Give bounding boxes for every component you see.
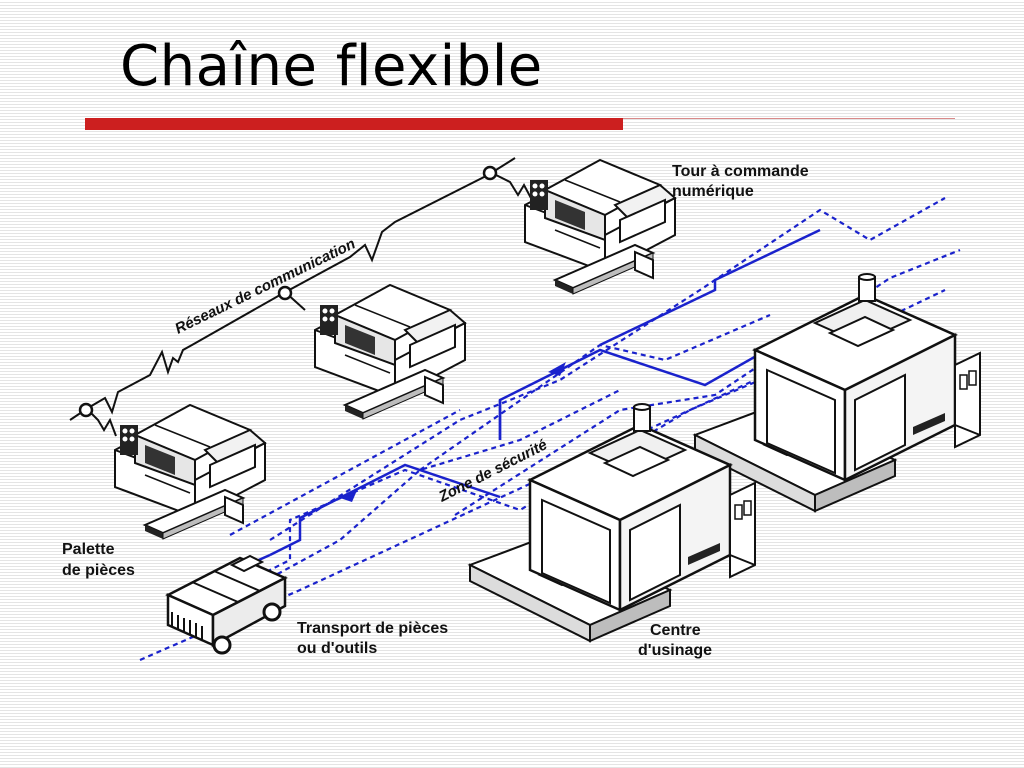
flexible-line-diagram: Réseaux de communication Zone de sécurit… [62,157,982,662]
label-transport-line1: Transport de pièces [297,620,448,637]
communication-network [69,157,533,437]
slide-title: Chaîne flexible [120,34,543,99]
network-node [482,165,498,181]
cnc-lathe [114,404,266,540]
title-rule [623,118,955,119]
cnc-lathe [314,284,466,420]
machining-center [693,272,982,513]
label-lathe-line2: numérique [672,183,754,200]
label-pallet-line2: de pièces [62,562,135,579]
label-center-line1: Centre [650,622,701,639]
network-node [277,285,293,301]
label-lathe-line1: Tour à commande [672,163,809,180]
cnc-lathe [524,159,676,295]
transport-cart [165,554,288,655]
title-accent-bar [85,118,623,130]
label-pallet-line1: Palette [62,541,115,558]
flow-arrow [548,362,566,376]
flow-arrow [340,488,358,502]
label-transport-line2: ou d'outils [297,640,377,657]
network-node [78,402,94,418]
label-center-line2: d'usinage [638,642,712,659]
